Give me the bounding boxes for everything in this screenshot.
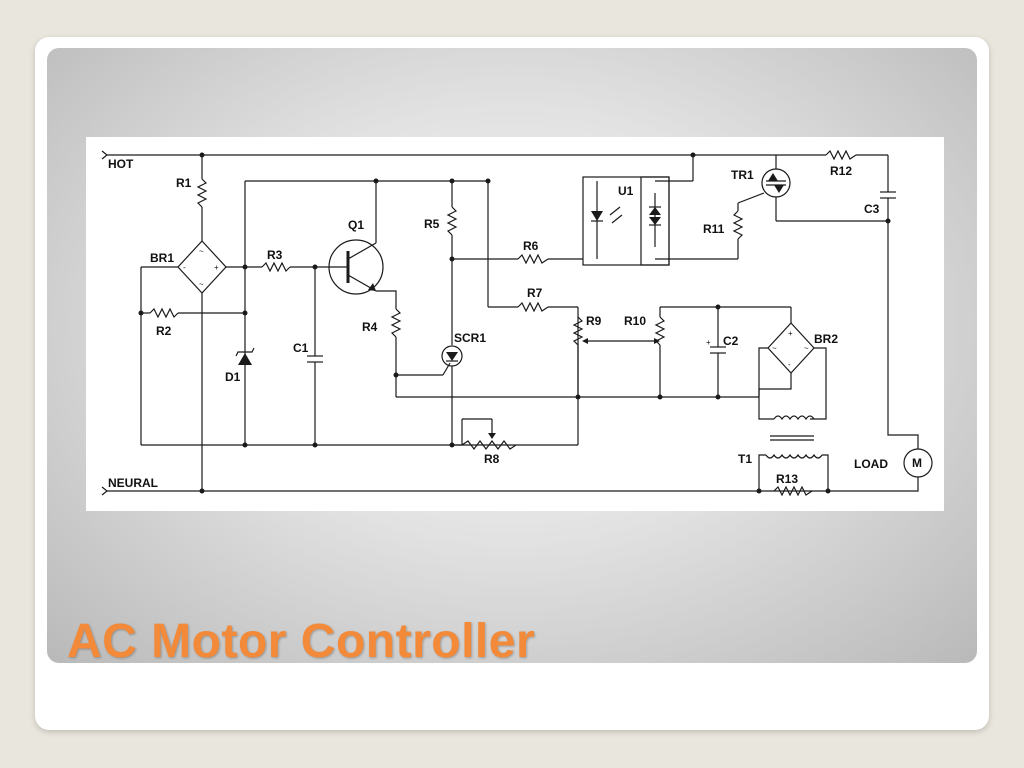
scr-scr1 (441, 345, 463, 445)
bridge-rectifier-br1: ~ ~ - + (177, 240, 227, 294)
motor-load: M (903, 448, 933, 492)
resistor-r2 (141, 307, 245, 319)
potentiometer-r10 (654, 307, 666, 397)
br2-label: BR2 (814, 332, 838, 346)
hot-label: HOT (108, 157, 134, 171)
r10-label: R10 (624, 314, 646, 328)
resistor-r11 (732, 192, 765, 259)
r1-label: R1 (176, 176, 192, 190)
scr1-label: SCR1 (454, 331, 486, 345)
svg-text:+: + (788, 329, 793, 338)
svg-text:~: ~ (804, 344, 809, 353)
svg-text:-: - (788, 360, 791, 369)
neutral-label: NEURAL (108, 476, 158, 490)
c1-label: C1 (293, 341, 309, 355)
neutral-rail (101, 486, 904, 496)
transformer-t1 (758, 415, 829, 491)
r9-label: R9 (586, 314, 602, 328)
resistor-r7 (488, 301, 579, 317)
r13-label: R13 (776, 472, 798, 486)
tr1-label: TR1 (731, 168, 754, 182)
load-label: LOAD (854, 457, 888, 471)
r11-label: R11 (703, 222, 725, 236)
r5-label: R5 (424, 217, 440, 231)
r7-label: R7 (527, 286, 543, 300)
transistor-q1 (328, 181, 397, 309)
resistor-r5 (446, 206, 458, 345)
slide-title: AC Motor Controller (67, 615, 536, 668)
svg-text:-: - (183, 263, 186, 272)
resistor-r13 (773, 485, 813, 497)
zener-diode-d1 (235, 347, 255, 365)
circuit-diagram: HOT NEURAL R1 ~ ~ - + BR1 R2 D1 (86, 137, 944, 511)
motor-label: M (912, 456, 922, 470)
r12-label: R12 (830, 164, 852, 178)
r2-label: R2 (156, 324, 172, 338)
br1-label: BR1 (150, 251, 174, 265)
svg-text:~: ~ (199, 280, 204, 289)
capacitor-c3 (880, 155, 896, 221)
svg-text:+: + (706, 338, 711, 347)
resistor-r1 (196, 155, 208, 241)
svg-text:~: ~ (199, 247, 204, 256)
c3-label: C3 (864, 202, 880, 216)
potentiometer-r9 (572, 316, 588, 397)
c2-label: C2 (723, 334, 739, 348)
optocoupler-u1 (582, 176, 738, 266)
t1-label: T1 (738, 452, 752, 466)
resistor-r3 (245, 261, 330, 273)
capacitor-c1 (307, 267, 323, 445)
u1-label: U1 (618, 184, 634, 198)
capacitor-c2: + (706, 307, 726, 397)
resistor-r4 (390, 308, 402, 397)
d1-label: D1 (225, 370, 241, 384)
resistor-r6 (452, 253, 583, 265)
q1-label: Q1 (348, 218, 364, 232)
triac-tr1 (761, 155, 888, 222)
potentiometer-r8 (452, 418, 517, 450)
circuit-schematic: HOT NEURAL R1 ~ ~ - + BR1 R2 D1 (101, 149, 933, 497)
bridge-rectifier-br2: + - ~ ~ (758, 307, 827, 420)
r3-label: R3 (267, 248, 283, 262)
svg-text:~: ~ (772, 344, 777, 353)
r4-label: R4 (362, 320, 378, 334)
resistor-r12 (693, 149, 888, 161)
r6-label: R6 (523, 239, 539, 253)
hot-rail (101, 150, 693, 160)
r8-label: R8 (484, 452, 500, 466)
svg-text:+: + (214, 263, 219, 272)
